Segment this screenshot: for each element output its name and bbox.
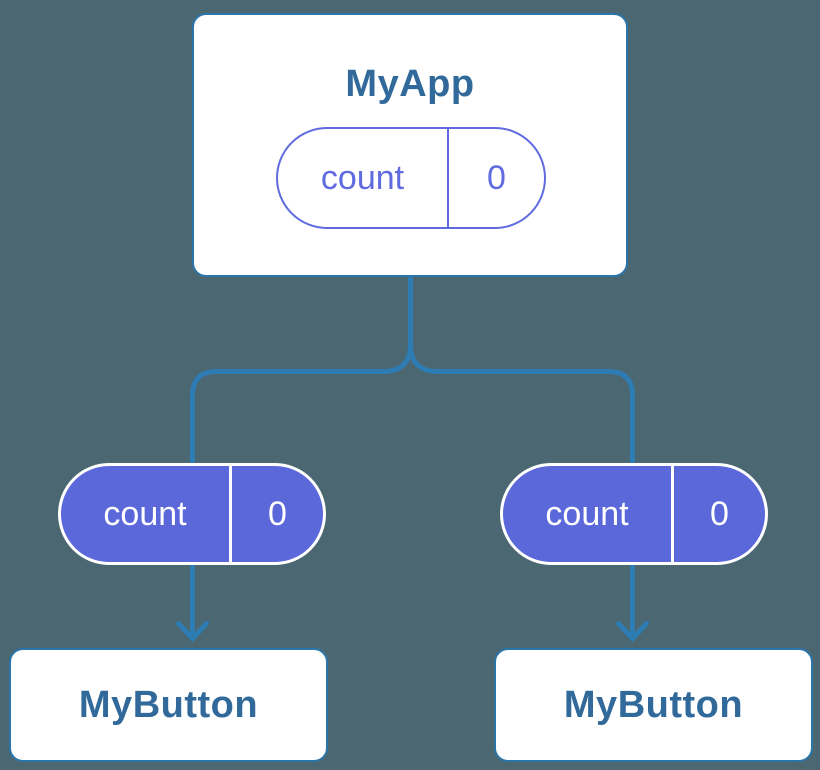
state-name: count (320, 158, 405, 197)
component-title: MyButton (78, 683, 259, 726)
pill-name-cell: count (503, 466, 674, 562)
prop-name: count (545, 494, 629, 533)
state-pill-myapp: count 0 (276, 127, 546, 229)
component-node-myapp: MyApp count 0 (192, 13, 628, 277)
edge-root-to-right-child (408, 277, 635, 637)
component-node-mybutton-right: MyButton (494, 648, 813, 762)
component-title: MyButton (563, 683, 744, 726)
pill-value-cell: 0 (674, 466, 765, 562)
edge-root-to-left-child (190, 277, 413, 637)
prop-value: 0 (710, 494, 729, 533)
prop-pill-left: count 0 (58, 463, 326, 565)
arrow-down-icon (616, 621, 649, 643)
pill-name-cell: count (278, 129, 449, 227)
prop-name: count (103, 494, 187, 533)
component-title: MyApp (345, 63, 475, 105)
pill-name-cell: count (61, 466, 232, 562)
pill-value-cell: 0 (449, 129, 544, 227)
state-value: 0 (487, 158, 506, 197)
prop-value: 0 (268, 494, 287, 533)
prop-pill-right: count 0 (500, 463, 768, 565)
pill-value-cell: 0 (232, 466, 323, 562)
arrow-down-icon (176, 621, 209, 643)
component-node-mybutton-left: MyButton (9, 648, 328, 762)
